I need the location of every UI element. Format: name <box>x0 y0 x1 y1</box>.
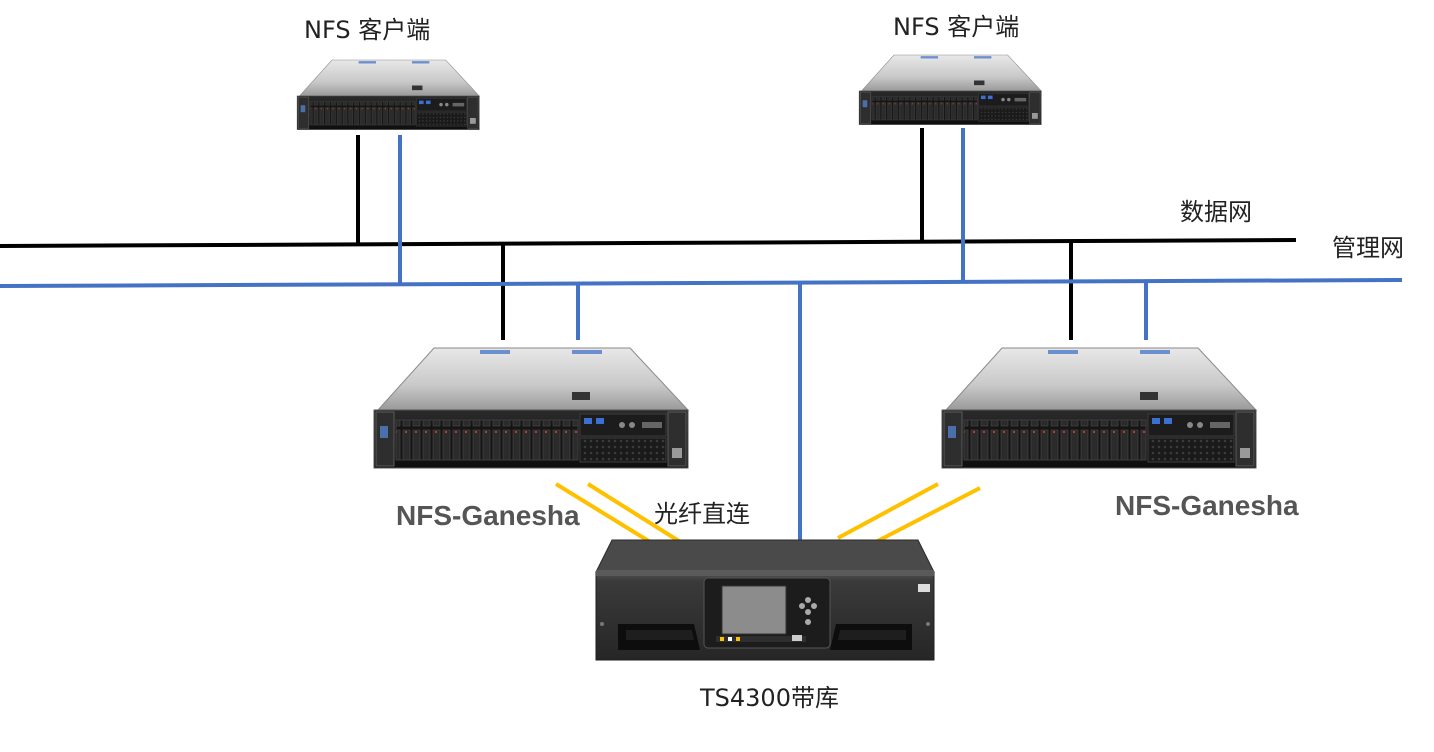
mgmt-network-label: 管理网 <box>1332 234 1404 262</box>
fiber-links <box>554 482 981 550</box>
ganesha-server-left <box>373 347 689 469</box>
client-server-left <box>296 59 480 130</box>
fiber-link-right-1 <box>837 482 939 540</box>
fiber-direct-label: 光纤直连 <box>654 500 750 528</box>
tape-library <box>595 539 935 661</box>
server-right-label: NFS-Ganesha <box>1115 490 1299 521</box>
data-network-lines <box>0 128 1297 340</box>
fiber-link-left-2 <box>586 482 692 550</box>
fiber-link-right-2 <box>867 486 981 548</box>
client-server-right <box>858 54 1042 125</box>
tape-library-label: TS4300带库 <box>700 684 839 712</box>
data-network-label: 数据网 <box>1180 198 1252 226</box>
ganesha-server-right <box>941 347 1257 469</box>
mgmt-network-bus <box>0 278 1403 288</box>
server-left-label: NFS-Ganesha <box>396 500 580 531</box>
data-network-bus <box>0 238 1297 248</box>
client-right-label: NFS 客户端 <box>893 13 1020 41</box>
client-left-label: NFS 客户端 <box>304 16 431 44</box>
mgmt-network-lines <box>0 128 1403 545</box>
fiber-link-left-1 <box>554 482 662 550</box>
